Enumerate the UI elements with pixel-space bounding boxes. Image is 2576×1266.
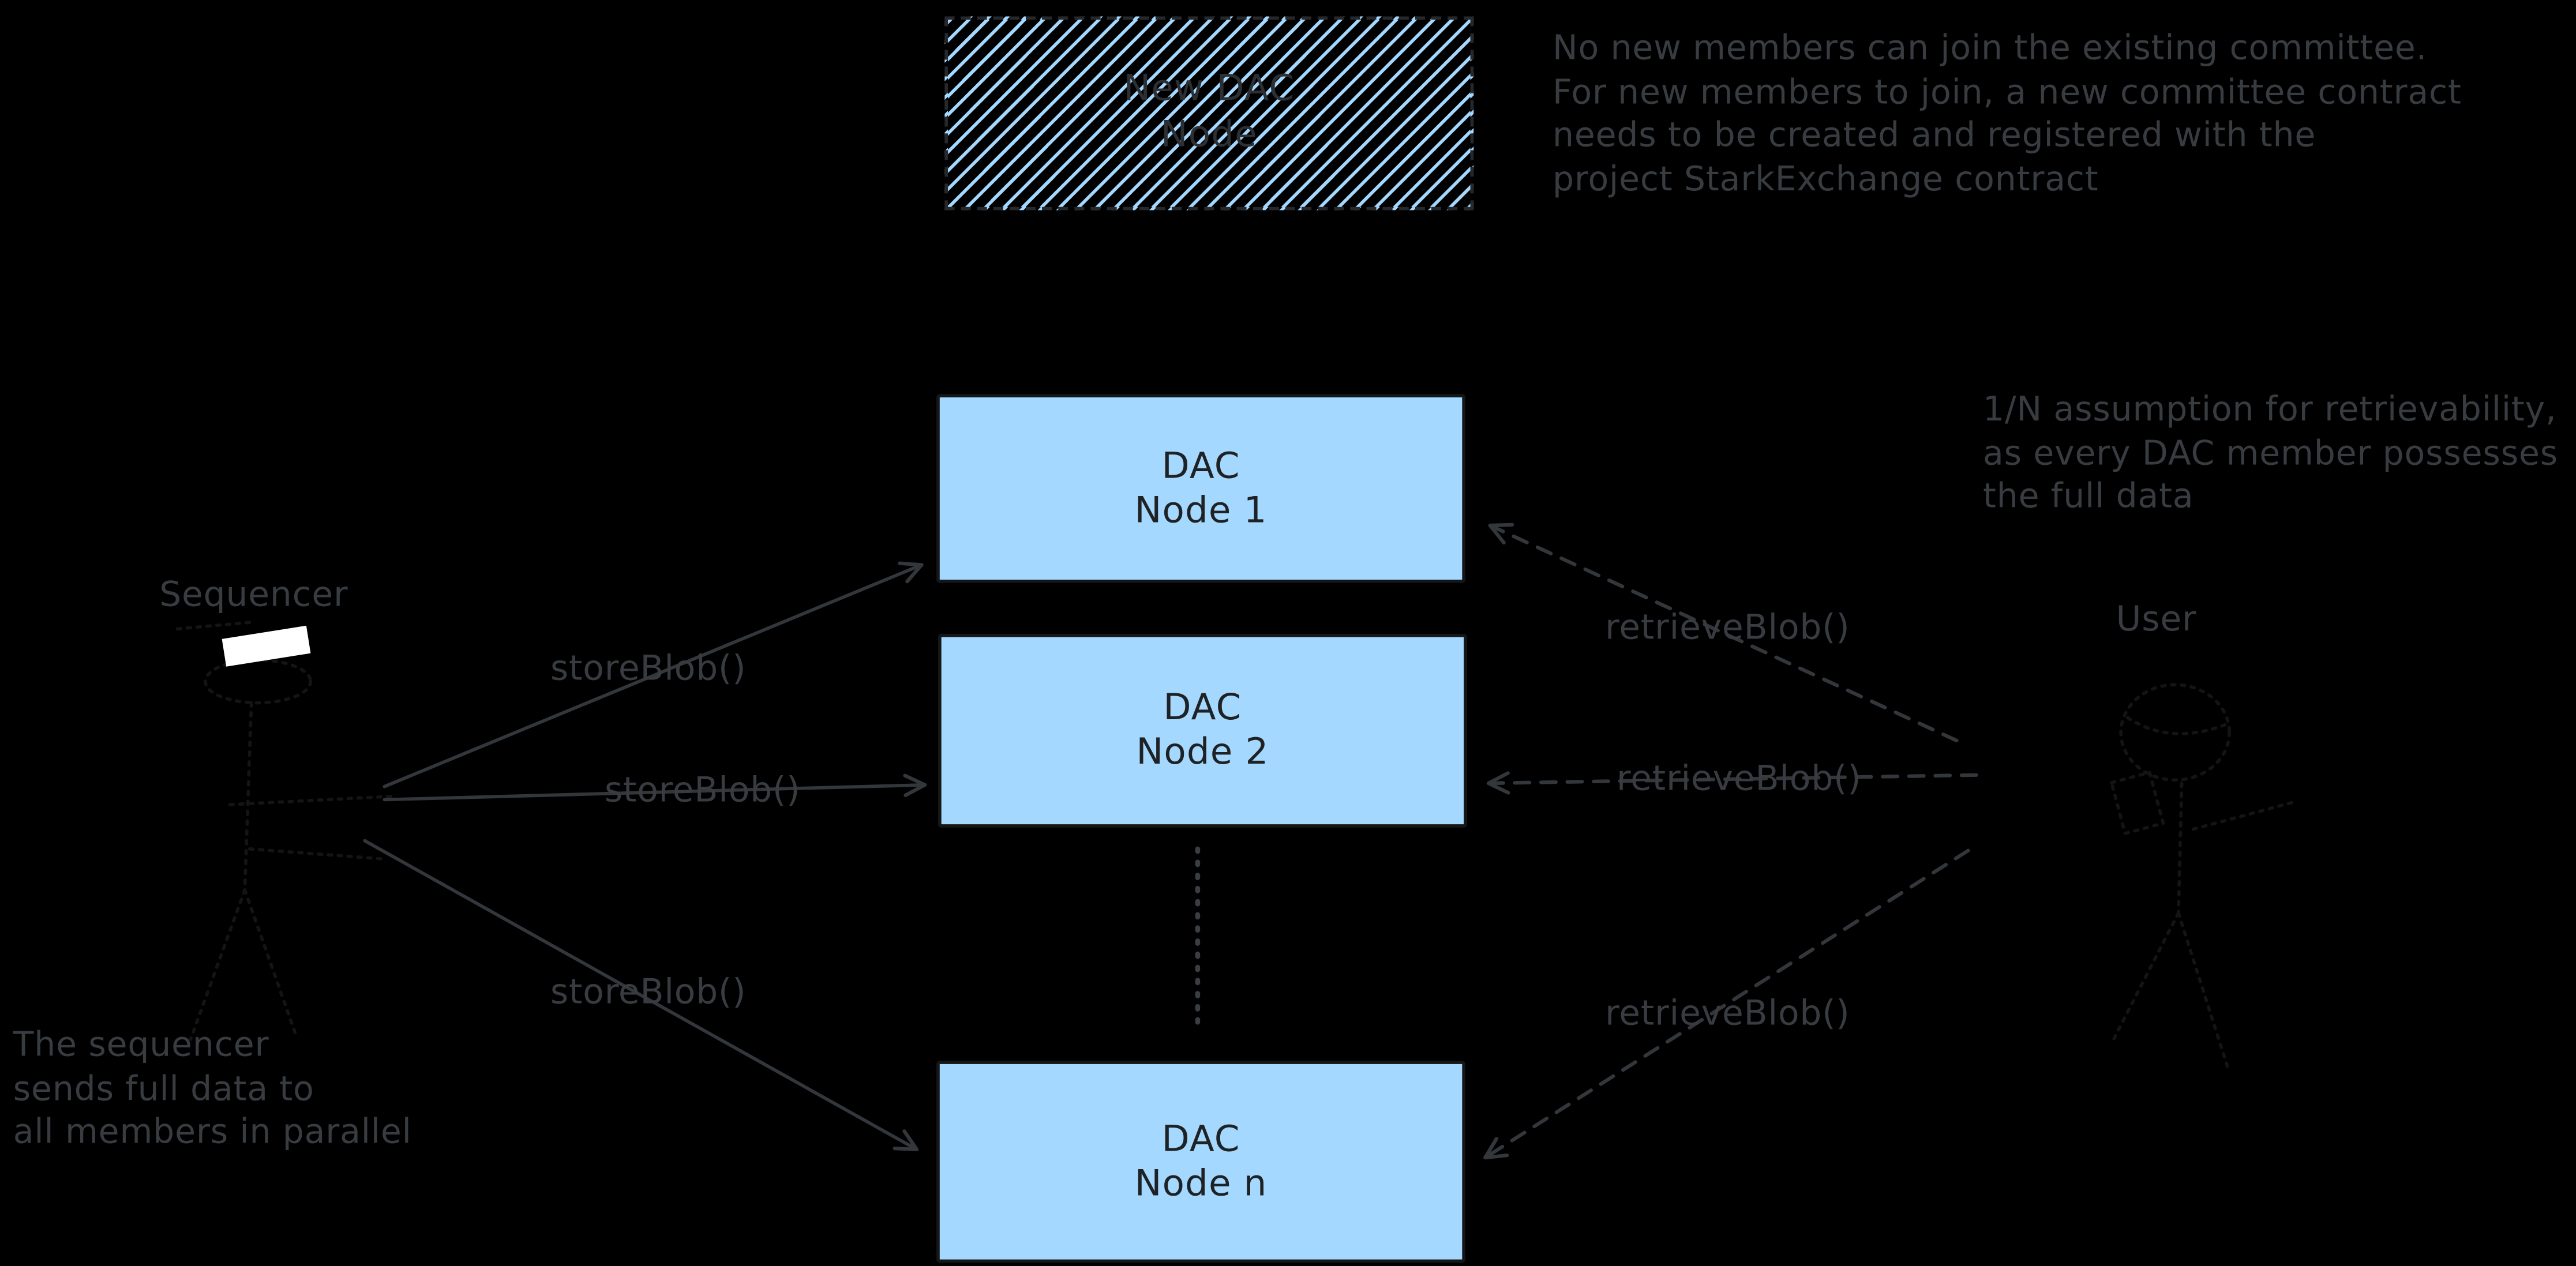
retrievability-note-line: the full data — [1983, 476, 2194, 516]
dac-node-2-label-line2: Node 2 — [1136, 732, 1269, 773]
sequencer-label: Sequencer — [159, 574, 348, 614]
retrieveblob-arrow-node2 — [1486, 771, 1978, 795]
new-dac-node-box: New DAC Node — [944, 16, 1474, 211]
dac-node-1-label-line2: Node 1 — [1134, 490, 1268, 531]
user-arm — [2191, 799, 2298, 831]
dac-node-n-label-line2: Node n — [1134, 1163, 1268, 1205]
retrieveblob-arrow-node1 — [1488, 523, 1959, 743]
retrievability-note: 1/N assumption for retrievability, as ev… — [1983, 388, 2558, 518]
storeblob-arrow-noden — [363, 839, 919, 1151]
committee-note: No new members can join the existing com… — [1553, 27, 2462, 201]
new-dac-node-label-line1: New DAC — [1123, 69, 1295, 110]
user-leg-left — [2109, 911, 2180, 1046]
sequencer-leg-right — [243, 888, 298, 1036]
sequencer-chair-line-2 — [248, 847, 383, 861]
user-label: User — [2116, 599, 2197, 639]
parallel-note-line: sends full data to — [13, 1068, 314, 1108]
retrieveblob-label-1: retrieveBlob() — [1605, 607, 1850, 647]
retrieveblob-label-2: retrieveBlob() — [1617, 758, 1862, 798]
retrievability-note-line: as every DAC member possesses — [1983, 433, 2559, 472]
user-figure-icon — [2109, 683, 2298, 1069]
committee-note-line: needs to be created and registered with … — [1552, 115, 2316, 155]
storeblob-label-3: storeBlob() — [550, 972, 747, 1012]
parallel-note-line: The sequencer — [13, 1024, 269, 1064]
dac-node-n-box: DAC Node n — [936, 1061, 1466, 1263]
user-face-line — [2125, 716, 2233, 735]
sequencer-laptop-screen-icon — [222, 625, 311, 667]
parallel-note: The sequencer sends full data to all mem… — [13, 1023, 412, 1154]
dac-node-n-label-line1: DAC — [1161, 1119, 1240, 1160]
dac-node-2-box: DAC Node 2 — [938, 633, 1467, 828]
dac-node-1-box: DAC Node 1 — [936, 394, 1466, 583]
user-body — [2177, 782, 2184, 915]
storeblob-label-1: storeBlob() — [550, 648, 747, 688]
user-head — [2119, 683, 2232, 782]
committee-note-line: project StarkExchange contract — [1552, 158, 2099, 198]
committee-note-line: For new members to join, a new committee… — [1552, 71, 2462, 111]
sequencer-desk-line — [175, 621, 252, 631]
storeblob-arrow-node1 — [383, 561, 924, 788]
sequencer-head — [204, 658, 313, 705]
new-dac-node-label-line2: Node — [1160, 115, 1258, 156]
storeblob-label-2: storeBlob() — [604, 770, 801, 810]
sequencer-body — [243, 701, 253, 892]
retrieveblob-label-3: retrieveBlob() — [1605, 993, 1850, 1033]
dac-node-2-label-line1: DAC — [1163, 688, 1242, 730]
user-leg-right — [2177, 911, 2230, 1069]
dac-node-1-label-line1: DAC — [1161, 445, 1240, 487]
sequencer-figure-icon — [175, 621, 393, 1041]
parallel-note-line: all members in parallel — [13, 1111, 412, 1151]
committee-note-line: No new members can join the existing com… — [1552, 28, 2428, 67]
storeblob-arrow-node2 — [383, 773, 927, 802]
user-phone-icon — [2109, 770, 2165, 836]
retrievability-note-line: 1/N assumption for retrievability, — [1983, 389, 2557, 429]
sequencer-leg-left — [189, 888, 247, 1041]
sequencer-chair-line-1 — [228, 794, 393, 806]
retrieveblob-arrow-noden — [1483, 848, 1970, 1160]
